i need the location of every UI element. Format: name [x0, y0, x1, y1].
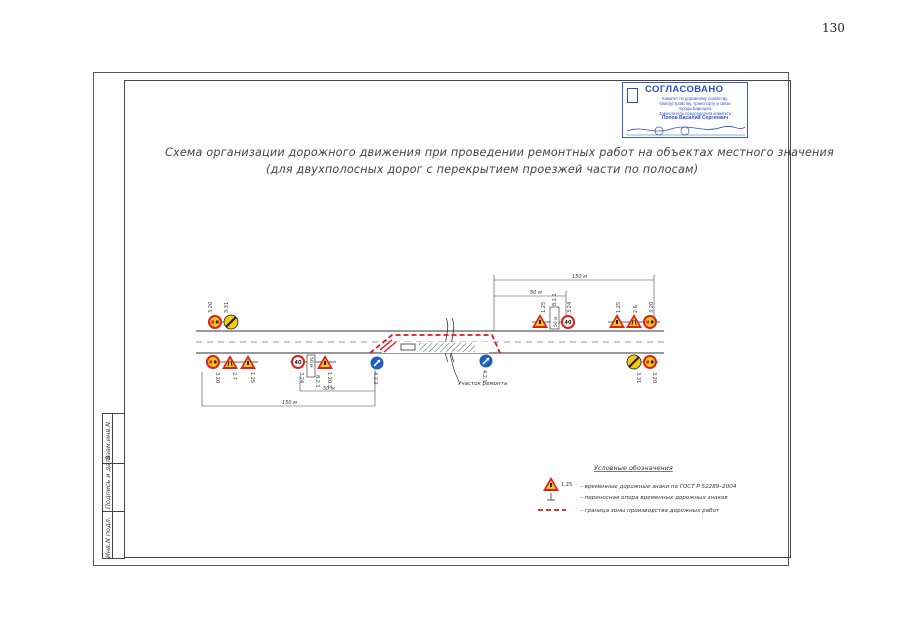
road-narrows-sign-icon	[625, 313, 643, 329]
stamp-line: Комитет по дорожному хозяйству,	[662, 96, 728, 101]
repair-area	[419, 343, 475, 352]
speed-limit-value: 40	[295, 360, 302, 366]
legend-title: Условные обозначения	[594, 464, 673, 472]
legend-item: – переносная опора временных дорожных зн…	[580, 495, 728, 501]
speed-limit-value: 40	[565, 320, 572, 326]
sign-code: 4.2.1	[481, 370, 487, 383]
work-zone-boundary	[369, 334, 501, 354]
keep-left-sign-icon	[478, 353, 494, 369]
signature-scribble-icon	[626, 126, 746, 136]
sign-code: 1.25	[616, 302, 622, 313]
repair-label: Участок ремонта	[458, 381, 508, 387]
sign-code: 1.20.3	[326, 372, 332, 388]
end-restriction-sign-icon	[625, 353, 643, 371]
sign-code: 3.31	[224, 302, 230, 313]
sign-code: 4.2.2	[372, 372, 378, 385]
sign-code: 8.2.1	[314, 375, 320, 388]
legend-item: – граница зоны производства дорожных раб…	[580, 508, 720, 514]
no-overtaking-sign-icon	[643, 355, 657, 369]
diagram-subtitle: (для двухполосных дорог с перекрытием пр…	[266, 163, 699, 176]
no-overtaking-sign-icon	[208, 315, 222, 329]
page-number: 130	[822, 21, 845, 35]
sign-code: 3.24	[567, 302, 573, 313]
dimension-top-50: 50 м	[530, 290, 542, 296]
outer-frame	[93, 72, 789, 566]
road-works-sign-icon	[532, 314, 548, 328]
dimension-bottom-150: 150 м	[282, 400, 297, 406]
dimension-top-150: 150 м	[572, 274, 587, 280]
stamp-line: Заместитель председателя комитета	[658, 111, 732, 116]
road-works-sign-icon	[609, 314, 625, 328]
diagram-title: Схема организации дорожного движения при…	[165, 146, 834, 159]
legend-item: – временные дорожные знаки по ГОСТ Р 522…	[580, 484, 737, 490]
legend-sign-code: 1.25	[561, 482, 572, 488]
end-restriction-sign-icon	[222, 313, 240, 331]
sign-code: 3.24	[298, 372, 304, 383]
sign-code: 3.20	[214, 372, 220, 383]
sign-code: 3.31	[635, 372, 641, 383]
no-overtaking-sign-icon	[206, 355, 220, 369]
side-stamp-box: Инв.N подл. Подпись и дата Взам.инв.N	[102, 413, 125, 559]
legend-sign-icon	[543, 477, 559, 491]
sign-code: 8.2.1	[552, 293, 558, 306]
sign-code: 3.20	[649, 302, 655, 313]
stamp-heading: СОГЛАСОВАНО	[645, 84, 724, 95]
keep-right-sign-icon	[369, 355, 385, 371]
drawing-frame	[124, 80, 791, 558]
sign-code: 2.6	[633, 305, 639, 313]
sign-code: 2.7	[231, 372, 237, 380]
stamp-line: города Барнаула	[678, 106, 712, 111]
distance-plate: 50 м	[553, 316, 559, 327]
sign-code: 3.20	[208, 302, 214, 313]
approval-stamp: СОГЛАСОВАНО Комитет по дорожному хозяйст…	[622, 82, 748, 138]
sign-code: 1.25	[249, 372, 255, 383]
sign-code: 1.25	[541, 302, 547, 313]
stamp-line: благоустройству, транспорту и связи	[659, 101, 731, 106]
no-overtaking-sign-icon	[643, 315, 657, 329]
work-vehicle-icon	[400, 343, 416, 351]
sign-code: 3.20	[651, 372, 657, 383]
coat-of-arms-icon	[627, 88, 638, 103]
distance-plate: 50 м	[308, 357, 314, 368]
stamp-signer: Попов Василий Сергеевич	[661, 115, 729, 121]
dimension-bottom-50: 50 м	[323, 386, 335, 392]
